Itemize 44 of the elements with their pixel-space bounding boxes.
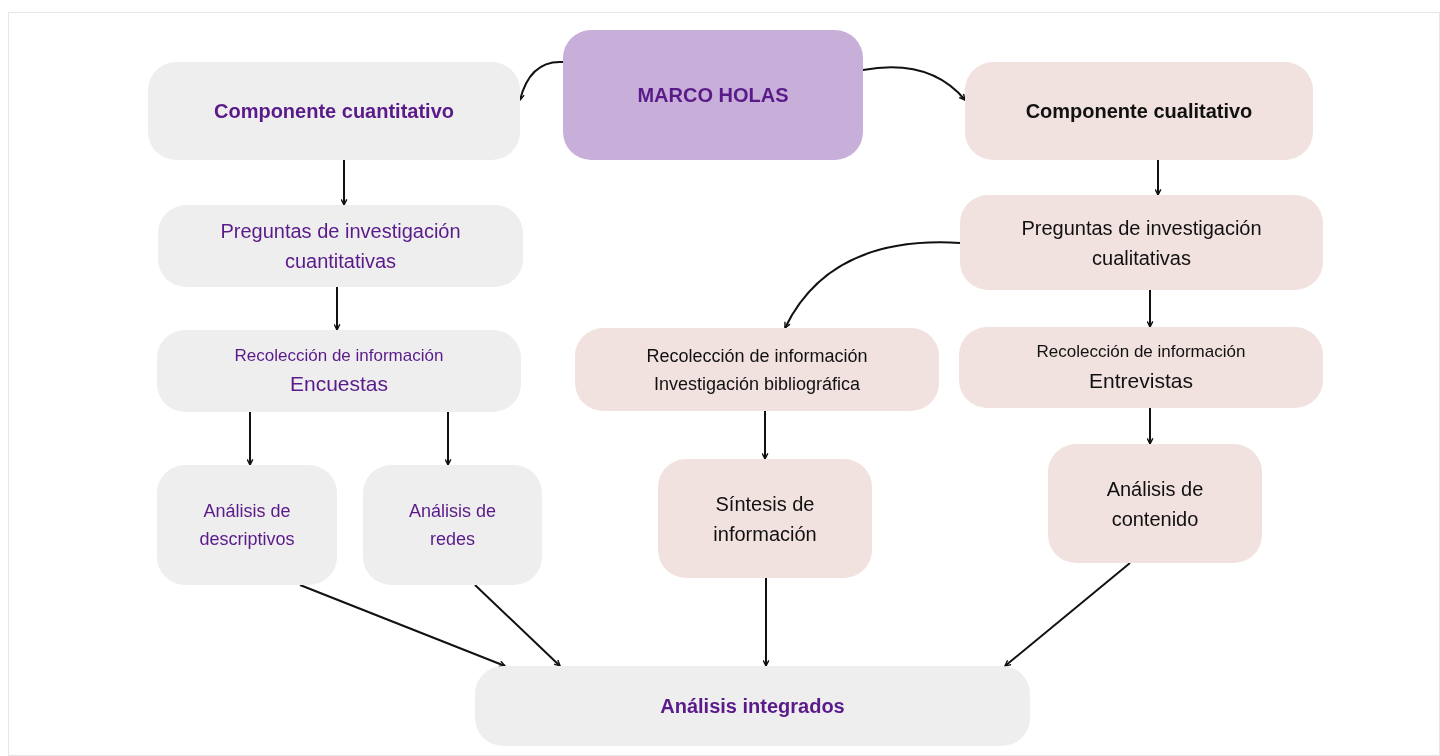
node-text: Recolección de información	[646, 344, 868, 368]
node-text: Entrevistas	[1089, 367, 1193, 394]
process-box	[475, 666, 1030, 746]
process-box	[959, 327, 1323, 408]
node-text: Análisis de redes	[407, 500, 497, 551]
arrow	[518, 60, 564, 101]
arrow	[761, 410, 769, 460]
process-box	[658, 459, 872, 578]
arrow	[246, 411, 254, 466]
node-text: Recolección de información	[1036, 341, 1246, 363]
process-box	[157, 330, 521, 412]
arrow	[1154, 159, 1162, 196]
node-text: Síntesis de información	[713, 491, 817, 547]
arrow	[299, 584, 506, 668]
node-text: Preguntas de investigación cualitativas	[1020, 215, 1263, 271]
node-text: Análisis de contenido	[1105, 476, 1205, 532]
process-box	[575, 328, 939, 411]
process-box	[148, 62, 520, 160]
node-text: Recolección de información	[234, 344, 444, 367]
arrow	[1004, 562, 1131, 667]
node-text: MARCO HOLAS	[637, 83, 789, 108]
arrow	[474, 584, 561, 667]
node-text: Análisis integrados	[660, 694, 845, 719]
arrow	[784, 241, 961, 329]
arrow	[862, 66, 966, 101]
process-box	[965, 62, 1313, 160]
process-box	[960, 195, 1323, 290]
node-text: Encuestas	[289, 371, 389, 397]
arrow	[762, 577, 770, 667]
process-box	[363, 465, 542, 585]
arrow	[340, 159, 348, 206]
arrow	[444, 411, 452, 466]
arrow	[1146, 407, 1154, 445]
process-box	[563, 30, 863, 160]
node-text: Componente cualitativo	[1025, 99, 1253, 124]
process-box	[1048, 444, 1262, 563]
node-text: Análisis de descriptivos	[198, 500, 296, 551]
arrow	[333, 286, 341, 331]
node-text: Investigación bibliográfica	[653, 372, 861, 396]
arrow	[1146, 289, 1154, 328]
node-text: Preguntas de investigación cuantitativas	[219, 219, 462, 274]
process-box	[158, 205, 523, 287]
process-box	[157, 465, 337, 585]
node-text: Componente cuantitativo	[214, 99, 454, 124]
